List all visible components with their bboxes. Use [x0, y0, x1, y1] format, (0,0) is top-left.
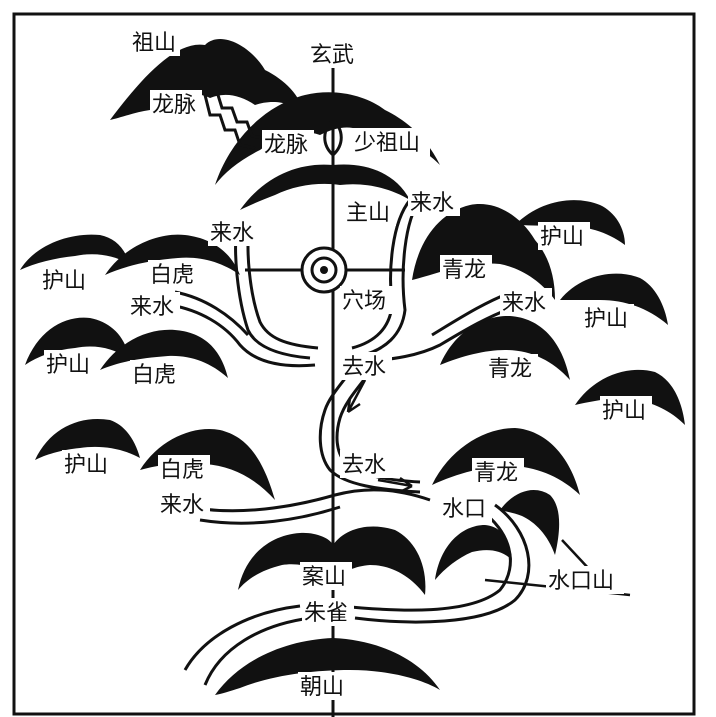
label-zu-shan: 祖山 — [132, 31, 176, 56]
left-water-branch-1b — [174, 290, 250, 337]
label-hu-shan-left-2: 护山 — [46, 353, 90, 378]
dragon-vein-center — [323, 118, 343, 158]
label-lai-shui-top-left: 来水 — [210, 221, 254, 246]
label-long-mai-left: 龙脉 — [152, 93, 196, 118]
water-mouth-mountain-2 — [500, 490, 560, 555]
label-lai-shui-right-1: 来水 — [502, 291, 546, 316]
label-hu-shan-left-1: 护山 — [42, 269, 86, 294]
label-qu-shui-1: 去水 — [342, 355, 386, 380]
azure-dragon-mountain-2 — [440, 315, 570, 380]
white-tiger-mountain-2 — [100, 329, 228, 378]
dragon-vein-left — [203, 94, 256, 150]
water-mouth-pointer-2 — [561, 539, 591, 571]
lower-water-1 — [183, 604, 301, 671]
facing-mountain — [215, 638, 440, 695]
label-an-shan: 案山 — [302, 565, 346, 590]
label-lai-shui-left-1: 来水 — [130, 295, 174, 320]
water-mouth-mountain-1 — [435, 525, 512, 580]
labels: 祖山 玄武 龙脉 龙脉 少祖山 主山 来水 来水 护山 护山 白虎 青龙 穴场 … — [40, 28, 652, 700]
label-shao-zu-shan: 少祖山 — [354, 131, 420, 156]
dragon-vein-left-2 — [216, 94, 263, 140]
label-qing-long-3: 青龙 — [474, 461, 518, 486]
main-mountain — [240, 164, 410, 210]
left-guardian-mountain-3 — [35, 418, 140, 460]
right-water-inner — [359, 199, 422, 358]
white-tiger-mountain-3 — [140, 428, 275, 500]
diagram-frame — [12, 12, 696, 716]
label-zhu-que: 朱雀 — [304, 601, 348, 626]
label-hu-shan-right-1: 护山 — [540, 225, 584, 250]
label-bai-hu-1: 白虎 — [150, 263, 194, 288]
label-hu-shan-right-3: 护山 — [602, 399, 646, 424]
flow-arrow-1 — [346, 379, 367, 414]
table-mountain — [238, 526, 426, 595]
left-water-branch-2b — [199, 505, 341, 525]
label-qing-long-2: 青龙 — [488, 357, 532, 382]
label-bai-hu-2: 白虎 — [132, 363, 176, 388]
left-guardian-mountain-1 — [20, 234, 130, 270]
label-long-mai-center: 龙脉 — [264, 133, 308, 158]
label-qing-long-1: 青龙 — [442, 258, 486, 283]
label-hu-shan-right-2: 护山 — [584, 307, 628, 332]
azure-dragon-mountain-1 — [412, 204, 555, 300]
left-water-outer — [246, 219, 319, 350]
exit-water-2 — [354, 503, 531, 624]
outgoing-water-1 — [318, 364, 421, 494]
right-guardian-mountain-2 — [560, 273, 668, 325]
site-center-dot — [320, 266, 328, 274]
label-qu-shui-2: 去水 — [342, 453, 386, 478]
label-chao-shan: 朝山 — [300, 675, 344, 700]
label-bai-hu-3: 白虎 — [160, 458, 204, 483]
label-xue-chang: 穴场 — [342, 289, 386, 314]
young-ancestor-mountain — [215, 92, 440, 185]
label-shui-kou: 水口 — [442, 497, 486, 522]
left-water-branch-1 — [169, 303, 316, 368]
left-guardian-mountain-2 — [25, 317, 130, 365]
exit-water-1 — [339, 508, 512, 612]
label-xuan-wu: 玄武 — [310, 43, 354, 68]
label-hu-shan-left-3: 护山 — [64, 453, 108, 478]
flow-arrow-2 — [377, 476, 413, 494]
label-lai-shui-left-2: 来水 — [160, 493, 204, 518]
lower-water-2 — [203, 616, 311, 686]
left-water-inner — [234, 219, 311, 360]
label-shui-kou-shan: 水口山 — [548, 569, 614, 594]
label-zhu-shan: 主山 — [346, 201, 390, 226]
left-water-branch-2 — [194, 488, 431, 513]
white-tiger-mountain-1 — [105, 234, 240, 275]
label-lai-shui-top-right: 来水 — [410, 191, 454, 216]
